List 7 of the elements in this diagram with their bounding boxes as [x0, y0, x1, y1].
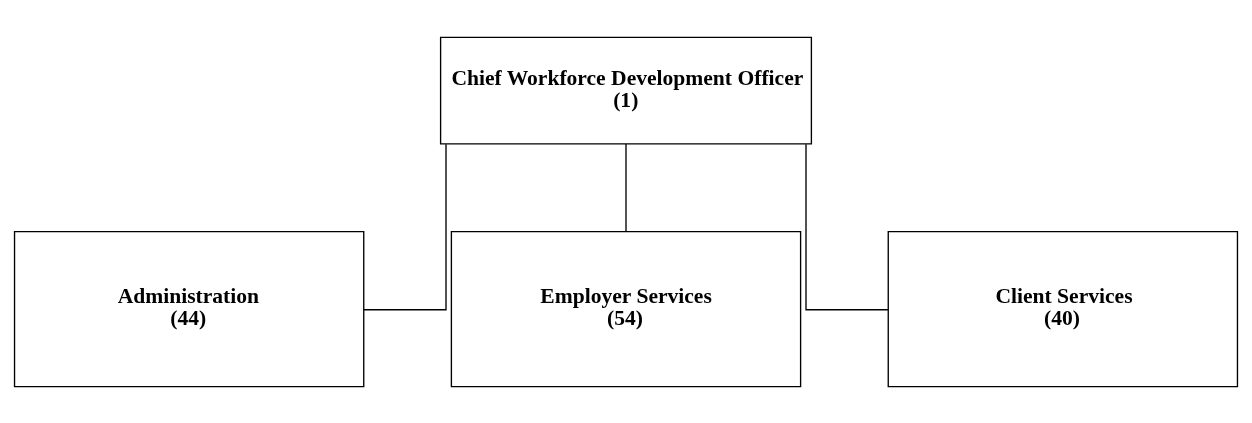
- connector: [625, 142, 627, 232]
- connector: [805, 143, 889, 310]
- node-box: Chief Workforce Development Officer (1): [439, 36, 813, 145]
- node-box: Employer Services (54): [450, 230, 802, 387]
- node-box: Administration (44): [13, 230, 365, 387]
- connector: [363, 143, 447, 310]
- node-box: Client Services (40): [887, 230, 1239, 387]
